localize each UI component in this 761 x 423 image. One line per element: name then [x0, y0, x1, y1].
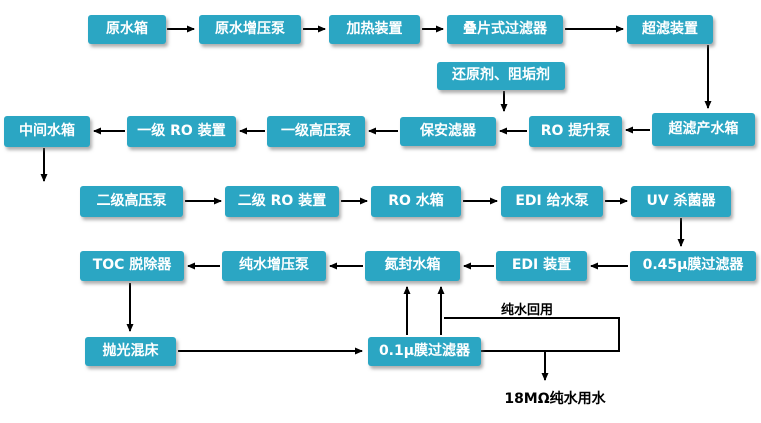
node-label: 超滤产水箱 [668, 120, 739, 137]
node-label: RO 水箱 [388, 192, 444, 209]
node-uf-unit: 超滤装置 [627, 15, 713, 44]
node-intermediate-tank: 中间水箱 [4, 116, 90, 147]
node-stage2-ro-unit: 二级 RO 装置 [225, 186, 339, 217]
node-edi-unit: EDI 装置 [496, 251, 587, 281]
node-stage1-hp-pump: 一级高压泵 [267, 116, 365, 147]
node-ro-tank: RO 水箱 [371, 186, 461, 217]
node-raw-water-tank: 原水箱 [88, 15, 166, 44]
node-raw-booster-pump: 原水增压泵 [199, 15, 301, 44]
node-toc-remover: TOC 脱除器 [80, 251, 184, 281]
node-label: 叠片式过滤器 [463, 20, 547, 37]
node-label: 中间水箱 [19, 122, 75, 139]
node-label: UV 杀菌器 [646, 192, 716, 209]
node-polishing-mixed-bed: 抛光混床 [85, 337, 176, 366]
node-pure-booster-pump: 纯水增压泵 [222, 251, 326, 281]
node-label: 二级 RO 装置 [237, 192, 327, 209]
node-uv-sterilizer: UV 杀菌器 [631, 186, 731, 217]
node-edi-feed-pump: EDI 给水泵 [501, 186, 603, 217]
node-label: 原水增压泵 [215, 20, 285, 37]
node-stage2-hp-pump: 二级高压泵 [80, 186, 183, 217]
node-ro-lift-pump: RO 提升泵 [529, 116, 622, 147]
node-label: 抛光混床 [102, 342, 159, 359]
node-label: EDI 装置 [511, 257, 572, 274]
node-label: EDI 给水泵 [515, 192, 589, 209]
node-heating-unit: 加热装置 [329, 15, 420, 44]
node-01-membrane-filter: 0.1μ膜过滤器 [368, 337, 481, 366]
node-label: 一级高压泵 [281, 122, 351, 139]
node-uf-product-tank: 超滤产水箱 [652, 113, 755, 146]
node-label: 保安滤器 [420, 122, 476, 139]
node-nitrogen-sealed-tank: 氮封水箱 [365, 251, 460, 281]
node-disc-filter: 叠片式过滤器 [447, 15, 563, 44]
label-18mohm-outlet: 18MΩ纯水用水 [504, 391, 606, 407]
node-stage1-ro-unit: 一级 RO 装置 [127, 116, 236, 147]
node-chemical-dosing: 还原剂、阻垢剂 [437, 62, 565, 90]
node-label: 加热装置 [346, 20, 403, 37]
node-label: 超滤装置 [642, 20, 698, 37]
node-045-membrane-filter: 0.45μ膜过滤器 [630, 251, 756, 281]
label-pure-water-reuse: 纯水回用 [500, 303, 553, 318]
node-label: 还原剂、阻垢剂 [452, 67, 550, 84]
node-label: 二级高压泵 [96, 192, 167, 209]
node-label: 原水箱 [106, 20, 148, 37]
node-label: RO 提升泵 [540, 122, 611, 139]
node-label: 纯水增压泵 [239, 257, 309, 274]
node-label: 氮封水箱 [384, 257, 441, 274]
node-label: TOC 脱除器 [92, 257, 172, 274]
node-label: 0.1μ膜过滤器 [378, 342, 471, 359]
node-security-filter: 保安滤器 [400, 117, 496, 146]
node-label: 0.45μ膜过滤器 [642, 257, 744, 274]
node-label: 一级 RO 装置 [137, 122, 226, 139]
